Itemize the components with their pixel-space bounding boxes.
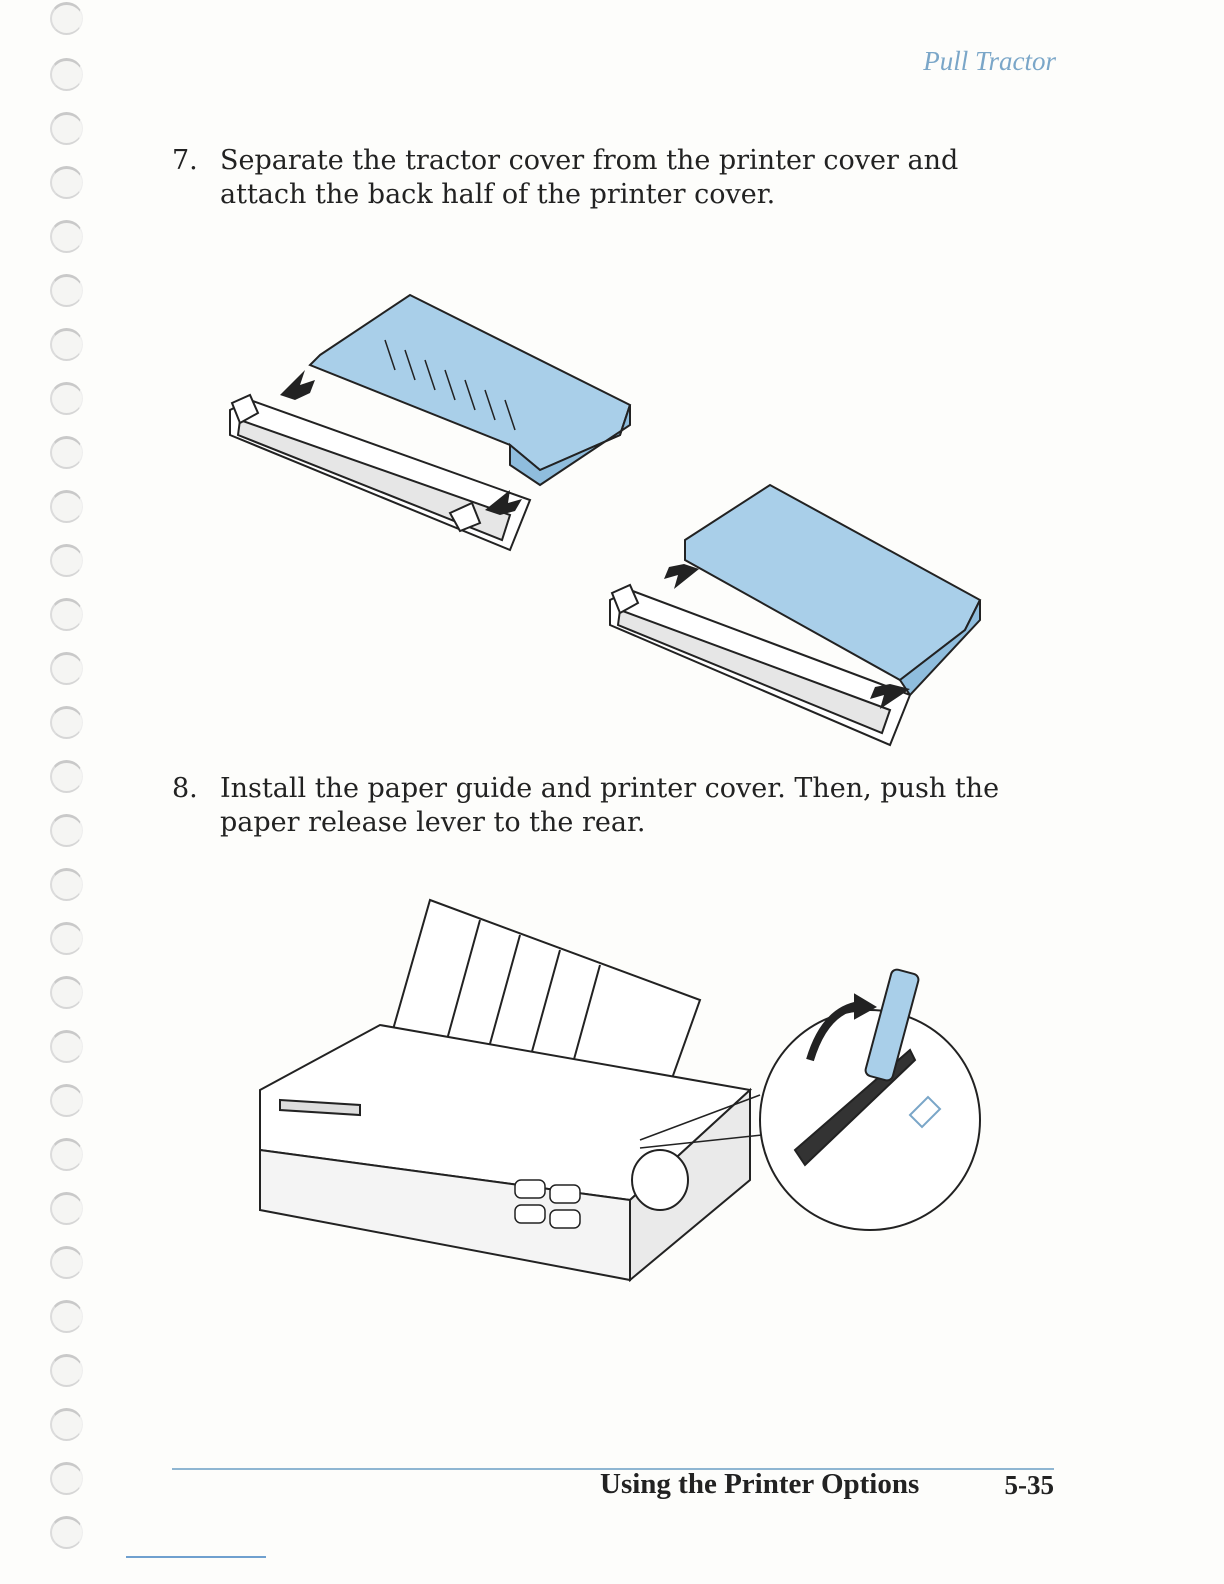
step-text: Separate the tractor cover from the prin… [220,144,1052,212]
tractor-cover-illustration [210,285,1000,755]
step-text: Install the paper guide and printer cove… [220,772,1052,840]
binding-holes [50,0,90,1584]
step-8: 8. Install the paper guide and printer c… [172,772,1052,840]
bottom-mark [126,1556,266,1558]
lever-detail [760,968,980,1230]
footer-section-title: Using the Printer Options [600,1468,919,1501]
platen-knob [632,1150,688,1210]
step-number: 7. [172,144,198,178]
page-number: 5-35 [1005,1470,1055,1501]
page-header-title: Pull Tractor [923,46,1056,77]
step-7: 7. Separate the tractor cover from the p… [172,144,1052,212]
arrow-up-left [280,370,315,400]
arrow-down-left [664,564,699,589]
printer-illustration [250,880,990,1350]
step-number: 8. [172,772,198,806]
